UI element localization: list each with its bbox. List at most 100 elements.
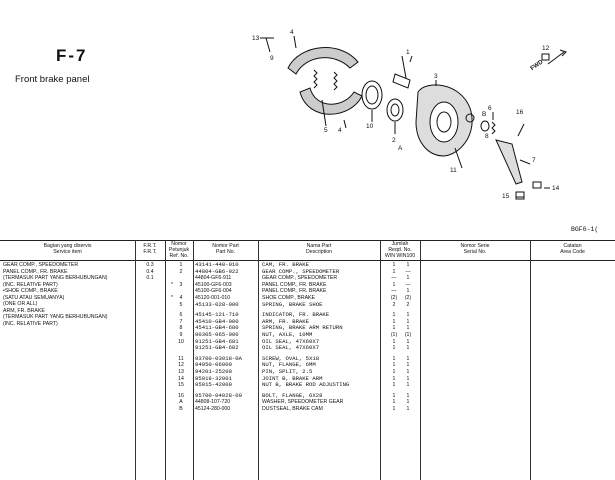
callout: 3 <box>434 73 438 80</box>
ref-number: 2 <box>179 268 183 275</box>
indicator <box>465 113 475 123</box>
ref-number: 6 <box>179 312 183 319</box>
qty-win: (1) <box>390 332 398 338</box>
callout: 4 <box>290 29 294 36</box>
oil-seal <box>361 80 383 110</box>
qty-win100: 1 <box>406 288 410 295</box>
frt-value: 0.4 <box>146 268 154 275</box>
part-number: 94201-25200 <box>195 368 232 375</box>
part-description: SHOE COMP., BRAKE <box>262 295 315 301</box>
callout: 13 <box>252 35 260 42</box>
qty-win: 1 <box>392 281 396 288</box>
callout: 10 <box>366 123 374 130</box>
qty-win100: (2) <box>404 295 412 301</box>
qty-win100: — <box>405 281 411 288</box>
qty-win: 1 <box>392 362 396 369</box>
part-number: 45410-GB4-000 <box>195 317 239 325</box>
exploded-diagram: 13 4 9 5 4 1 3 2 10 A 6 B 16 8 11 7 14 1… <box>252 29 567 200</box>
qty-win100: 2 <box>406 301 410 308</box>
part-number: 45145-121-710 <box>195 311 239 319</box>
table-top-rule <box>0 240 615 241</box>
service-item: GEAR COMP., SPEEDOMETER <box>3 262 79 268</box>
qty-win: 1 <box>392 345 396 352</box>
brake-shoe-upper <box>287 47 359 75</box>
ref-number: 12 <box>178 362 184 369</box>
part-description: PANEL COMP., FR. BRAKE <box>262 281 327 288</box>
frt-value: 0.1 <box>146 275 154 281</box>
callout: 11 <box>450 167 457 174</box>
part-number: 95015-42000 <box>195 381 232 389</box>
part-description: PIN, SPLIT, 2.5 <box>262 368 313 375</box>
qty-win: 1 <box>392 325 396 332</box>
qty-win: 2 <box>392 301 396 308</box>
qty-win: 1 <box>392 382 396 389</box>
part-description: GEAR COMP., SPEEDOMETER <box>262 275 338 282</box>
arm-spring <box>491 121 496 135</box>
part-number: 95019-32001 <box>195 374 232 382</box>
spring-5-left <box>313 69 318 89</box>
brake-cam <box>392 73 411 89</box>
spring-5-right <box>333 71 338 91</box>
qty-win: 1 <box>392 268 396 275</box>
ref-number: 1 <box>179 262 183 268</box>
part-number: 45133-028-000 <box>195 300 239 308</box>
qty-win100: 1 <box>406 406 410 412</box>
part-number: 95700-04028-00 <box>195 391 242 399</box>
qty-win100: — <box>405 268 411 275</box>
qty-win100: 1 <box>406 312 410 319</box>
part-description: SPRING, BRAKE ARM RETURN <box>262 324 343 332</box>
brake-shoe-lower <box>299 87 363 115</box>
callout: 5 <box>324 127 328 134</box>
qty-win: 1 <box>392 375 396 382</box>
part-description: CAM, FR. BRAKE <box>262 261 309 268</box>
screw-11 <box>454 147 463 169</box>
fwd-label: FWD <box>530 59 545 72</box>
part-description: OIL SEAL, 47X60X7 <box>262 337 320 345</box>
callout: B <box>482 111 486 118</box>
qty-win100: 1 <box>406 382 410 389</box>
service-item: (INC. RELATIVE PART) <box>3 281 58 288</box>
callout: A <box>398 145 403 152</box>
part-number: 44804-GF6-911 <box>195 275 232 282</box>
qty-win: 1 <box>392 392 396 399</box>
service-item: (TERMASUK PART YANG BERHUBUNGAN) <box>3 275 108 281</box>
part-description: SCREW, OVAL, 5X18 <box>262 354 320 362</box>
qty-win: — <box>391 275 397 282</box>
part-number: 44808-107-720 <box>195 399 231 406</box>
speedometer-gear <box>386 98 404 122</box>
qty-win: 1 <box>392 399 396 406</box>
part-description: SPRING, BRAKE SHOE <box>262 300 323 308</box>
qty-win: — <box>391 288 397 295</box>
part-description: NUT B, BRAKE ROD ADJUSTING <box>262 381 350 389</box>
service-item: (INC. RELATIVE PART) <box>3 320 58 327</box>
part-number: 90305-065-000 <box>195 331 239 338</box>
part-number: 45124-280-000 <box>195 406 231 412</box>
ref-number: 13 <box>178 369 184 375</box>
qty-win100: 1 <box>406 325 410 332</box>
part-description: DUSTSEAL, BRAKE CAM <box>262 406 323 412</box>
ref-number: 10 <box>178 338 184 345</box>
qty-win100: 1 <box>406 399 410 406</box>
qty-win100: 1 <box>406 369 410 375</box>
part-number: 45100-GF6-004 <box>195 288 232 295</box>
part-description: GEAR COMP., SPEEDOMETER <box>262 267 340 275</box>
page-subtitle: Front brake panel <box>15 74 90 85</box>
adjusting-nut <box>515 191 525 200</box>
ref-number: 3 <box>179 281 183 288</box>
ref-number: 4 <box>179 295 183 301</box>
part-number: 44804-GB6-922 <box>195 267 239 275</box>
qty-win100: (1) <box>404 332 412 338</box>
callout: 2 <box>392 137 396 144</box>
